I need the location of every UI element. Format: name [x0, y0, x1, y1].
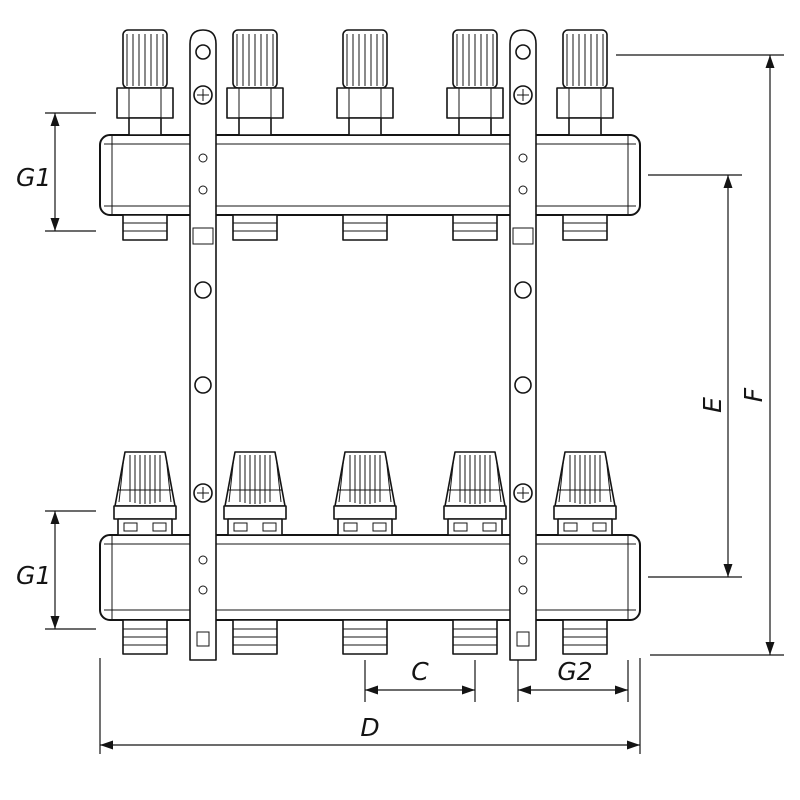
- dimension-label-f: F: [739, 387, 768, 402]
- dimension-label-e: E: [698, 397, 727, 413]
- bottom-outlet-nipple-2: [232, 619, 278, 655]
- dimension-label-g2: G2: [557, 657, 592, 686]
- bottom-manifold: [99, 534, 641, 621]
- dimension-label-c: C: [411, 657, 429, 686]
- flow-meter-valve-3: [336, 29, 394, 136]
- mounting-bracket-right: [509, 29, 537, 661]
- flow-meter-valve-2: [226, 29, 284, 136]
- dimension-label-g1-top: G1: [16, 163, 51, 192]
- thermostatic-valve-4: [443, 451, 507, 536]
- dimension-c: C: [364, 657, 476, 702]
- top-outlet-nipple-4: [452, 214, 498, 241]
- thermostatic-valve-2: [223, 451, 287, 536]
- flow-meter-valve-4: [446, 29, 504, 136]
- mounting-bracket-left: [189, 29, 217, 661]
- bottom-outlet-nipple-4: [452, 619, 498, 655]
- bottom-outlet-nipple-5: [562, 619, 608, 655]
- dimension-g2: G2: [517, 657, 629, 702]
- top-outlet-nipple-3: [342, 214, 388, 241]
- thermostatic-valve-5: [553, 451, 617, 536]
- dimension-g1-top: G1: [16, 112, 96, 232]
- dimension-label-d: D: [360, 713, 379, 742]
- top-outlet-nipple-2: [232, 214, 278, 241]
- flow-meter-valve-5: [556, 29, 614, 136]
- dimension-g1-bottom: G1: [16, 510, 96, 630]
- dimension-d: D: [99, 658, 641, 754]
- top-outlet-nipple-1: [122, 214, 168, 241]
- bottom-outlet-nipple-1: [122, 619, 168, 655]
- bottom-outlet-nipple-3: [342, 619, 388, 655]
- top-outlet-nipple-5: [562, 214, 608, 241]
- flow-meter-valve-1: [116, 29, 174, 136]
- top-manifold: [99, 134, 641, 216]
- thermostatic-valve-3: [333, 451, 397, 536]
- dimension-label-g1-bottom: G1: [16, 561, 51, 590]
- thermostatic-valve-1: [113, 451, 177, 536]
- dimension-f: F: [616, 54, 784, 656]
- dimension-e: E: [648, 174, 742, 578]
